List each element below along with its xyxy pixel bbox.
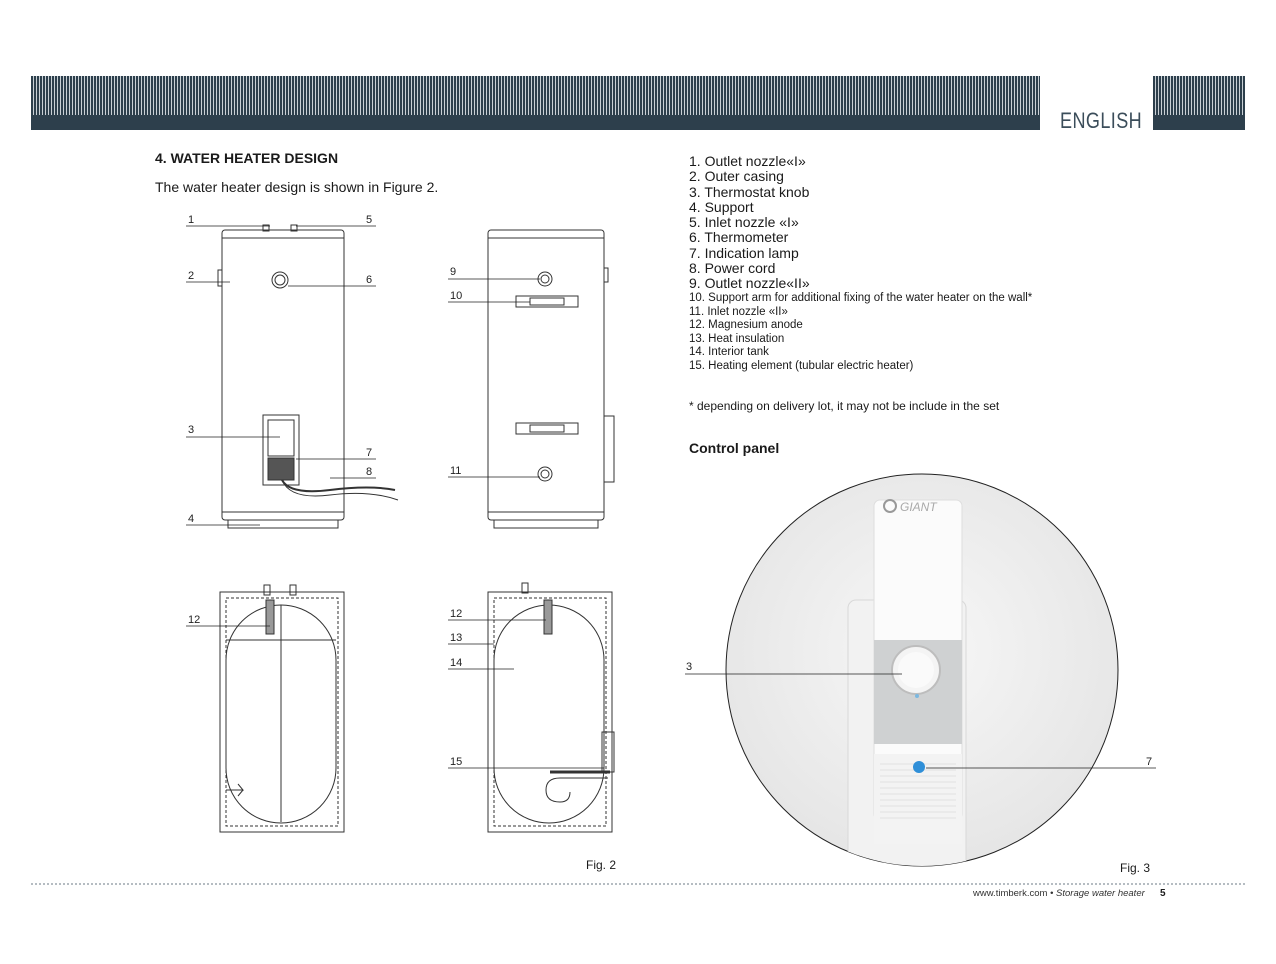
callout-8: 8 (366, 466, 372, 478)
list-item: 13. Heat insulation (689, 332, 785, 345)
list-item: 4. Support (689, 198, 754, 215)
footer-divider (31, 883, 1245, 885)
list-item: 9. Outlet nozzle«II» (689, 275, 810, 292)
callout-1: 1 (188, 214, 194, 226)
figure-2-caption: Fig. 2 (586, 858, 617, 872)
header-banner (31, 76, 1040, 130)
list-item: 6. Thermometer (689, 229, 789, 246)
callout-5: 5 (366, 214, 372, 226)
footer-text: www.timberk.com • Storage water heater (973, 888, 1145, 899)
callout-15: 15 (450, 756, 462, 768)
callout-3: 3 (188, 424, 194, 436)
brand-logo: GIANT (900, 500, 938, 514)
callout-11: 11 (450, 465, 461, 477)
list-item: 7. Indication lamp (689, 244, 799, 261)
list-item: 3. Thermostat knob (689, 183, 810, 200)
list-item: 2. Outer casing (689, 168, 784, 185)
list-item: 8. Power cord (689, 260, 776, 277)
page-number: 5 (1160, 888, 1166, 899)
inlet-nozzle-icon (537, 466, 553, 482)
callout-12b: 12 (450, 608, 462, 620)
language-label: ENGLISH (1060, 108, 1143, 133)
parts-list-main: 1. Outlet nozzle«I» 2. Outer casing 3. T… (689, 153, 810, 292)
thermometer-icon (271, 271, 289, 289)
control-panel-title: Control panel (689, 440, 780, 456)
brand-logo-icon (883, 499, 897, 513)
section-right (487, 591, 613, 833)
footer-product: Storage water heater (1056, 888, 1145, 899)
section-title: 4. WATER HEATER DESIGN (155, 150, 339, 166)
support-arm-bottom (515, 422, 579, 435)
callout-12a: 12 (188, 614, 200, 626)
delivery-note: * depending on delivery lot, it may not … (689, 399, 1000, 413)
callout-13: 13 (450, 632, 462, 644)
list-item: 12. Magnesium anode (689, 319, 803, 331)
side-casing (487, 229, 605, 521)
callout-7: 7 (366, 447, 372, 459)
figure-3-photo: GIANT 3 7 (685, 473, 1156, 867)
callout-7: 7 (1146, 756, 1152, 768)
control-box (262, 414, 300, 486)
callout-2: 2 (188, 270, 194, 282)
callout-3: 3 (686, 661, 692, 673)
list-item: 15. Heating element (tubular electric he… (689, 359, 914, 372)
callout-9: 9 (450, 266, 456, 278)
callout-4: 4 (188, 513, 194, 525)
list-item: 14. Interior tank (689, 346, 769, 358)
indication-lamp (913, 761, 925, 773)
parts-list-secondary: 10. Support arm for additional fixing of… (689, 292, 1032, 373)
list-item: 10. Support arm for additional fixing of… (689, 292, 1033, 304)
intro-text: The water heater design is shown in Figu… (155, 179, 439, 195)
list-item: 1. Outlet nozzle«I» (689, 153, 806, 169)
support-arm-top (515, 295, 579, 308)
list-item: 5. Inlet nozzle «I» (689, 214, 799, 231)
callout-6: 6 (366, 274, 372, 286)
header-banner-right (1153, 76, 1245, 130)
section-left (219, 591, 345, 833)
outlet-nozzle-icon (537, 271, 553, 287)
callout-14: 14 (450, 657, 462, 669)
figure-2-drawing: 1 5 2 6 3 7 8 4 9 10 11 12 12 13 14 15 (186, 214, 615, 833)
figure-3-caption: Fig. 3 (1120, 861, 1151, 875)
footer-site: www.timberk.com (973, 888, 1048, 899)
list-item: 11. Inlet nozzle «II» (689, 305, 788, 318)
callout-10: 10 (450, 290, 462, 302)
